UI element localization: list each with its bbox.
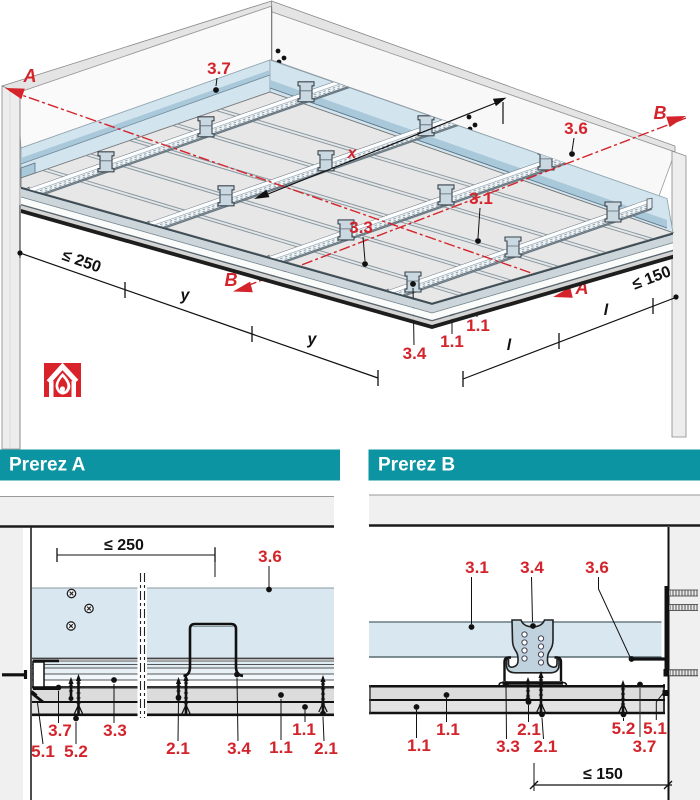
svg-text:2.1: 2.1	[314, 739, 338, 758]
svg-text:l: l	[507, 337, 512, 354]
svg-text:3.4: 3.4	[520, 558, 544, 577]
svg-text:5.2: 5.2	[612, 719, 636, 738]
svg-text:≤ 150: ≤ 150	[583, 766, 623, 783]
svg-text:3.7: 3.7	[207, 59, 231, 78]
svg-text:3.7: 3.7	[48, 721, 72, 740]
svg-text:Prerez B: Prerez B	[378, 455, 455, 476]
svg-text:y: y	[307, 331, 318, 348]
svg-text:3.4: 3.4	[403, 344, 427, 363]
svg-text:l: l	[604, 302, 609, 319]
svg-text:Prerez A: Prerez A	[9, 455, 86, 476]
svg-text:1.1: 1.1	[269, 738, 293, 757]
svg-text:3.3: 3.3	[103, 721, 127, 740]
svg-text:3.1: 3.1	[465, 558, 489, 577]
svg-text:2.1: 2.1	[166, 739, 190, 758]
svg-text:B: B	[654, 103, 667, 123]
svg-text:3.6: 3.6	[258, 547, 282, 566]
svg-text:5.1: 5.1	[643, 719, 667, 738]
svg-text:y: y	[180, 287, 191, 304]
svg-text:3.6: 3.6	[564, 119, 588, 138]
svg-text:1.1: 1.1	[436, 720, 460, 739]
svg-text:1.1: 1.1	[466, 316, 490, 335]
svg-text:1.1: 1.1	[292, 720, 316, 739]
svg-text:3.3: 3.3	[496, 737, 520, 756]
svg-text:3.3: 3.3	[349, 218, 373, 237]
svg-text:3.6: 3.6	[585, 558, 609, 577]
svg-text:≤ 250: ≤ 250	[104, 537, 144, 554]
svg-text:3.7: 3.7	[633, 737, 657, 756]
svg-text:B: B	[225, 270, 238, 290]
svg-text:x: x	[347, 145, 358, 162]
svg-text:1.1: 1.1	[440, 332, 464, 351]
svg-text:5.1: 5.1	[31, 742, 55, 761]
svg-text:3.4: 3.4	[227, 739, 251, 758]
svg-text:A: A	[23, 66, 37, 86]
svg-text:1.1: 1.1	[407, 736, 431, 755]
svg-text:2.1: 2.1	[534, 737, 558, 756]
svg-text:5.2: 5.2	[64, 742, 88, 761]
svg-text:2.1: 2.1	[517, 720, 541, 739]
svg-text:3.1: 3.1	[469, 189, 493, 208]
